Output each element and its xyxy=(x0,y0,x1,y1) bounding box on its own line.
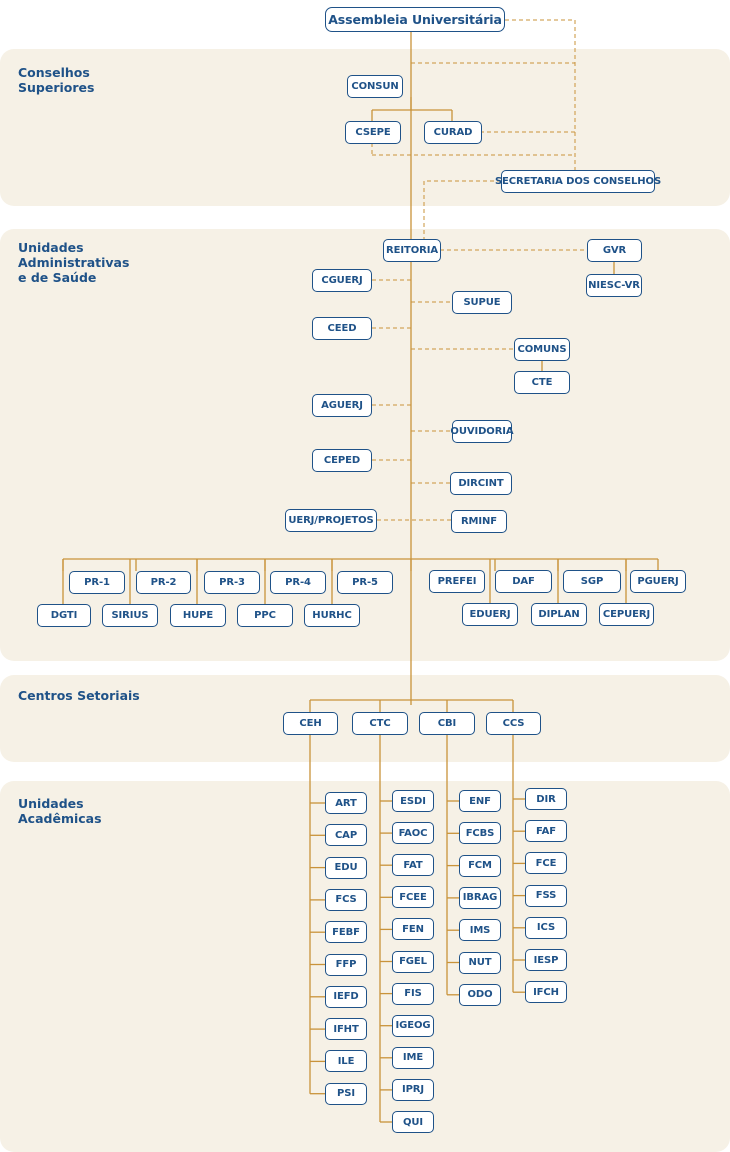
node-cbi-ims: IMS xyxy=(459,919,501,942)
node-dgti: DGTI xyxy=(37,604,91,627)
node-ceh-edu: EDU xyxy=(325,856,367,879)
node-ccs-faf: FAF xyxy=(525,820,567,843)
node-cbi-enf: ENF xyxy=(459,790,501,812)
node-sgp: SGP xyxy=(563,570,621,593)
node-csepe: CSEPE xyxy=(345,121,401,144)
node-assembleia: Assembleia Universitária xyxy=(325,7,505,32)
node-ceh-ifht: IFHT xyxy=(325,1018,367,1041)
node-eduerj: EDUERJ xyxy=(462,603,518,626)
node-ctc-iprj: IPRJ xyxy=(392,1078,434,1101)
node-ctc-fis: FIS xyxy=(392,982,434,1005)
node-cbi-ibrag: IBRAG xyxy=(459,886,501,909)
node-pguerj: PGUERJ xyxy=(630,570,686,593)
node-ccs: CCS xyxy=(486,712,541,735)
node-ctc-qui: QUI xyxy=(392,1111,434,1133)
node-daf: DAF xyxy=(495,570,552,593)
node-ceh-cap: CAP xyxy=(325,824,367,847)
node-comuns: COMUNS xyxy=(514,338,570,361)
node-niesc_vr: NIESC-VR xyxy=(586,274,642,297)
section-title-unidades-administrativas: Unidades Administrativas e de Saúde xyxy=(18,240,130,285)
node-dircint: DIRCINT xyxy=(450,472,512,495)
node-pr3: PR-3 xyxy=(204,571,260,594)
section-title-conselhos: Conselhos Superiores xyxy=(18,65,95,95)
node-consun: CONSUN xyxy=(347,75,403,98)
node-ccs-ifch: IFCH xyxy=(525,981,567,1004)
node-cbi-nut: NUT xyxy=(459,951,501,974)
node-cbi-fcbs: FCBS xyxy=(459,822,501,845)
node-sirius: SIRIUS xyxy=(102,604,158,627)
node-ceped: CEPED xyxy=(312,449,372,472)
node-uerj_projetos: UERJ/PROJETOS xyxy=(285,509,377,532)
node-curad: CURAD xyxy=(424,121,482,144)
node-cte: CTE xyxy=(514,371,570,394)
node-secretaria: SECRETARIA DOS CONSELHOS xyxy=(495,170,661,193)
node-cepuerj: CEPUERJ xyxy=(599,603,654,626)
node-hurhc: HURHC xyxy=(304,604,360,627)
node-cbi-fcm: FCM xyxy=(459,854,501,877)
node-cguerj: CGUERJ xyxy=(312,269,372,292)
node-ceh: CEH xyxy=(283,712,338,735)
node-ctc-fat: FAT xyxy=(392,854,434,877)
node-ouvidoria: OUVIDORIA xyxy=(450,420,514,443)
node-ctc-igeog: IGEOG xyxy=(392,1014,434,1037)
node-ctc: CTC xyxy=(352,712,408,735)
node-ceh-art: ART xyxy=(325,792,367,814)
node-supue: SUPUE xyxy=(452,291,512,314)
node-pr1: PR-1 xyxy=(69,571,125,594)
node-hupe: HUPE xyxy=(170,604,226,627)
node-ctc-ime: IME xyxy=(392,1046,434,1069)
node-ccs-fce: FCE xyxy=(525,852,567,875)
node-ceh-iefd: IEFD xyxy=(325,985,367,1008)
section-title-unidades-academicas: Unidades Acadêmicas xyxy=(18,796,102,826)
node-cbi-odo: ODO xyxy=(459,983,501,1006)
node-ctc-fen: FEN xyxy=(392,918,434,941)
node-ctc-fcee: FCEE xyxy=(392,886,434,909)
node-ccs-ics: ICS xyxy=(525,916,567,939)
node-reitoria: REITORIA xyxy=(383,239,441,262)
node-pr5: PR-5 xyxy=(337,571,393,594)
node-ctc-faoc: FAOC xyxy=(392,822,434,845)
node-cbi: CBI xyxy=(419,712,475,735)
node-ceed: CEED xyxy=(312,317,372,340)
node-ppc: PPC xyxy=(237,604,293,627)
node-aguerj: AGUERJ xyxy=(312,394,372,417)
node-gvr: GVR xyxy=(587,239,642,262)
section-title-centros-setoriais: Centros Setoriais xyxy=(18,688,140,703)
node-ctc-fgel: FGEL xyxy=(392,950,434,973)
node-diplan: DIPLAN xyxy=(531,603,587,626)
node-ceh-psi: PSI xyxy=(325,1082,367,1105)
node-ccs-dir: DIR xyxy=(525,788,567,810)
node-ceh-febf: FEBF xyxy=(325,921,367,944)
node-ccs-fss: FSS xyxy=(525,884,567,907)
node-prefei: PREFEI xyxy=(429,570,485,593)
node-pr4: PR-4 xyxy=(270,571,326,594)
node-ceh-fcs: FCS xyxy=(325,888,367,911)
node-ctc-esdi: ESDI xyxy=(392,790,434,812)
node-ceh-ile: ILE xyxy=(325,1050,367,1073)
node-ccs-iesp: IESP xyxy=(525,949,567,971)
node-rminf: RMINF xyxy=(451,510,507,533)
node-ceh-ffp: FFP xyxy=(325,953,367,976)
node-pr2: PR-2 xyxy=(136,571,191,594)
